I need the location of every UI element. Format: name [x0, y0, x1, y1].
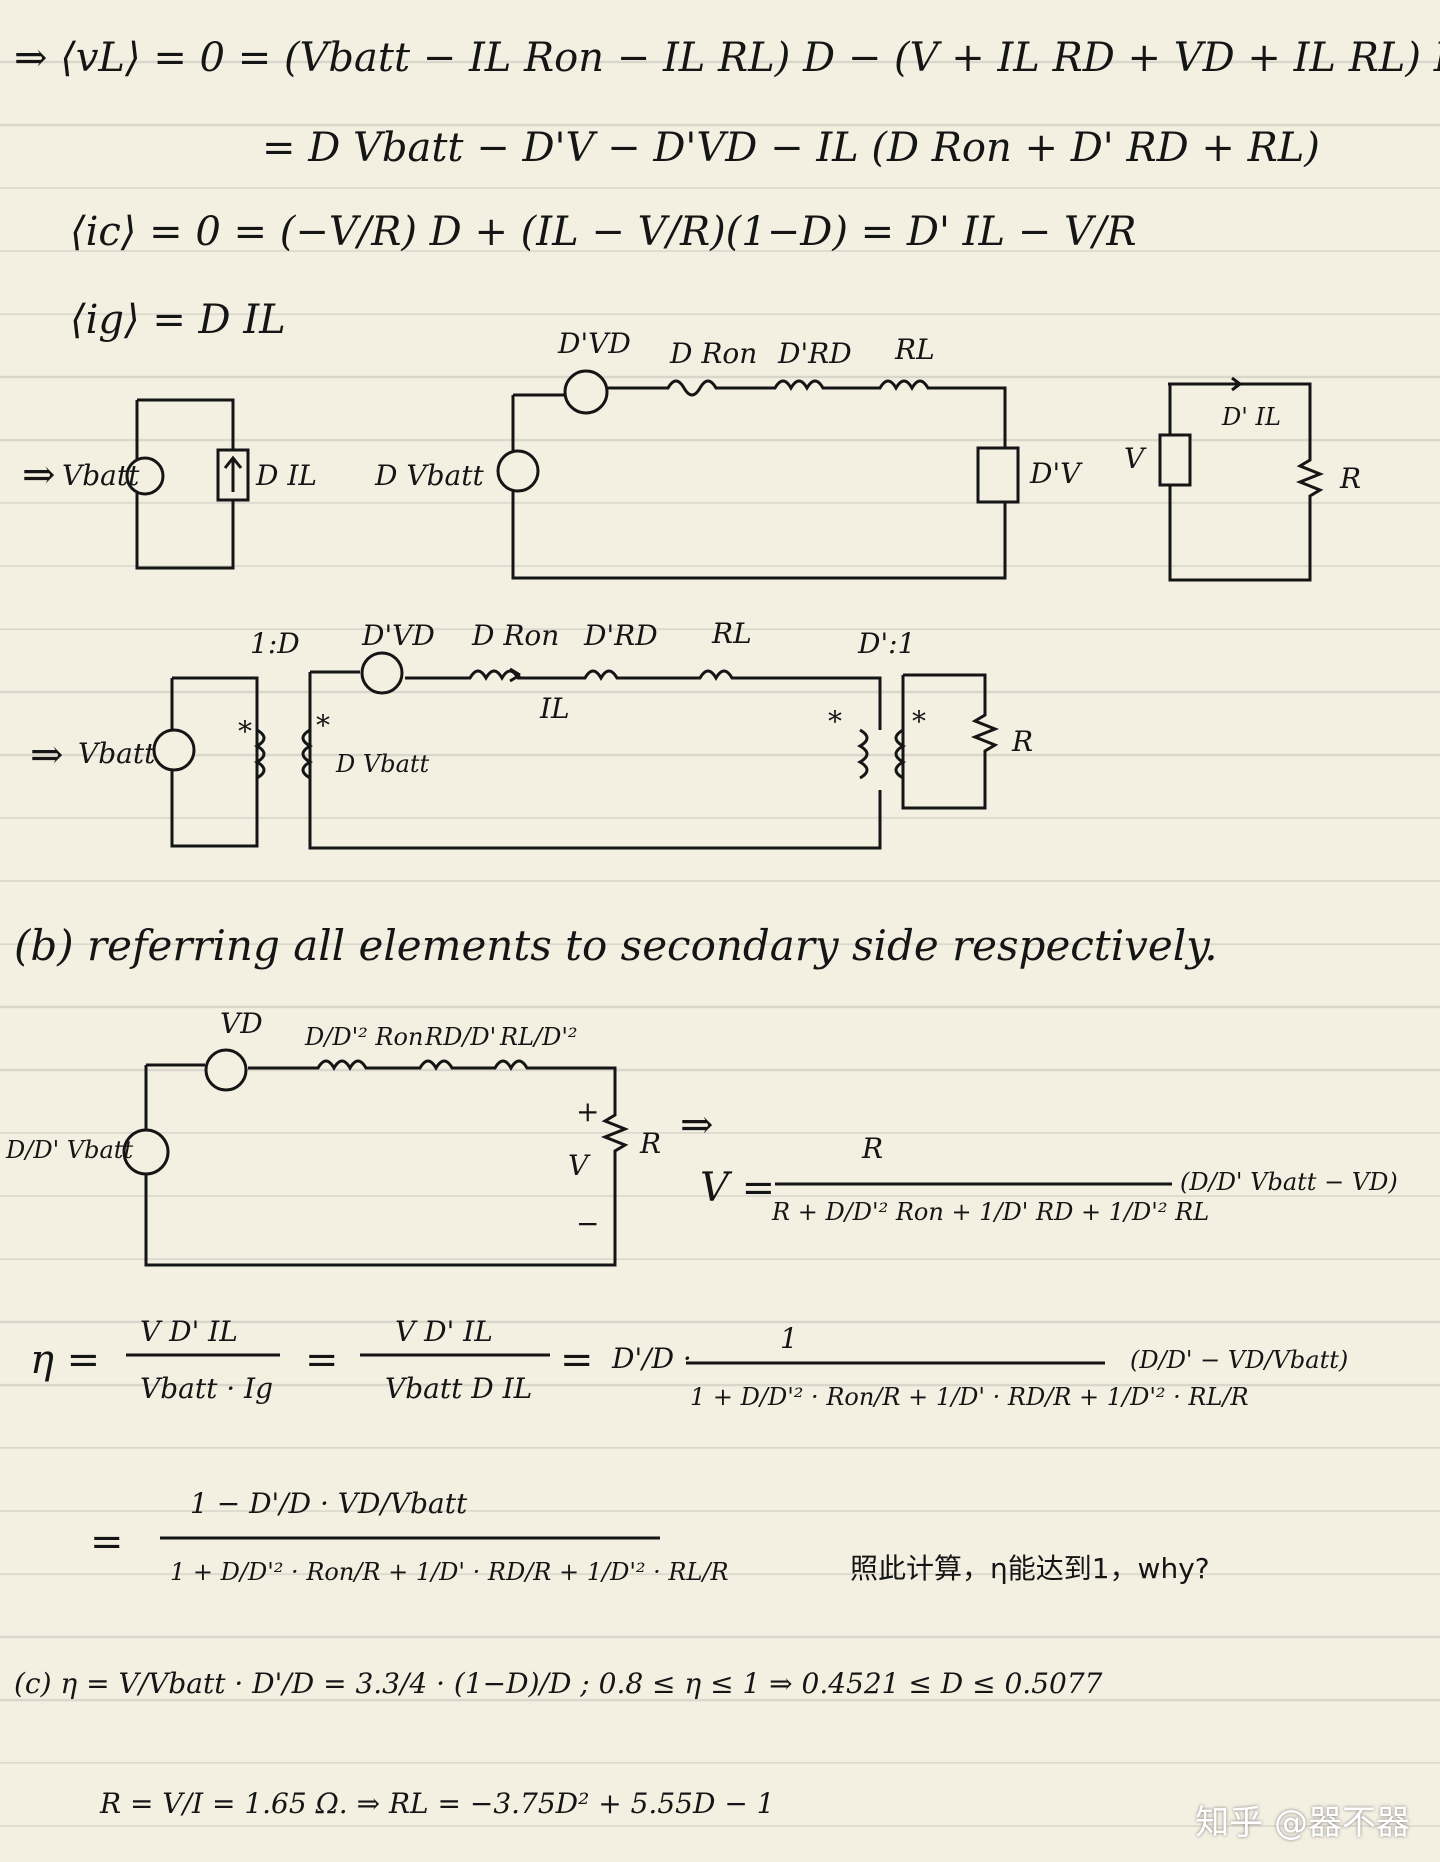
v-formula-arrow: ⇒ — [680, 1102, 714, 1148]
v-formula-lhs: V = — [700, 1165, 776, 1211]
circuit2-dot-3: * — [828, 705, 842, 738]
circuit3-plus: + — [576, 1095, 600, 1128]
circuit1-r-label: R — [1340, 462, 1362, 495]
eta-f4-num: 1 — [780, 1322, 798, 1355]
equation-vl-line2: = D Vbatt − D'V − D'VD − IL (D Ron + D' … — [262, 125, 1320, 171]
circuit1-label-dron: D Ron — [670, 337, 758, 370]
circuit3-v: V — [568, 1149, 589, 1182]
v-formula-numerator: R — [862, 1132, 884, 1165]
equation-ig: ⟨ig⟩ = D IL — [70, 297, 286, 343]
circuit2-dot-4: * — [912, 705, 926, 738]
eta-lhs: η = — [30, 1337, 101, 1383]
note-question: 照此计算，η能达到1，why? — [850, 1552, 1210, 1585]
eta-equals-1: = — [305, 1337, 339, 1383]
circuit3-vd-label: VD — [220, 1007, 263, 1040]
r-equation: R = V/I = 1.65 Ω. ⇒ RL = −3.75D² + 5.55D… — [100, 1787, 775, 1820]
circuit1-dvbatt-label: D Vbatt — [375, 459, 484, 492]
eta-f4-den: 1 + D/D'² · Ron/R + 1/D' · RD/R + 1/D'² … — [690, 1383, 1249, 1411]
circuit2-label-dron: D Ron — [472, 619, 560, 652]
circuit1-left — [125, 398, 250, 570]
circuit2-ratio1: 1:D — [250, 627, 300, 660]
circuit2-r-label: R — [1012, 725, 1034, 758]
eta-equals-2: = — [560, 1337, 594, 1383]
circuit1-label-dvd: D'VD — [558, 327, 631, 360]
circuit1-middle — [496, 369, 1020, 580]
circuit3-source-label: D/D' Vbatt — [6, 1136, 134, 1164]
circuit2-dvbatt-label: D Vbatt — [336, 750, 430, 778]
equation-vl-line1: ⇒ ⟨vL⟩ = 0 = (Vbatt − IL Ron − IL RL) D … — [14, 35, 1440, 81]
equation-ic: ⟨ic⟩ = 0 = (−V/R) D + (IL − V/R)(1−D) = … — [70, 209, 1137, 255]
eta-f3: D'/D · — [612, 1342, 692, 1375]
eta-line2-den: 1 + D/D'² · Ron/R + 1/D' · RD/R + 1/D'² … — [170, 1558, 729, 1586]
circuit2-vbatt-label: Vbatt — [78, 737, 156, 770]
circuit2-label-dvd: D'VD — [362, 619, 435, 652]
eta-f2-num: V D' IL — [395, 1315, 493, 1348]
circuit2-current-label: IL — [540, 692, 570, 725]
circuit1-dv-label: D'V — [1030, 457, 1081, 490]
eta-f1-num: V D' IL — [140, 1315, 238, 1348]
eta-line2-equals: = — [90, 1519, 124, 1565]
circuit3 — [122, 1048, 630, 1267]
circuit1-label-drd: D'RD — [778, 337, 852, 370]
circuit1-dil-right: D' IL — [1222, 403, 1281, 431]
eta-f4-tail: (D/D' − VD/Vbatt) — [1130, 1346, 1349, 1374]
circuit3-label-ron: D/D'² Ron — [305, 1023, 424, 1051]
circuit1-right — [1158, 376, 1325, 582]
circuit1-dil-label: D IL — [256, 459, 318, 492]
circuit2-arrow: ⇒ — [30, 732, 64, 778]
eta-f1-den: Vbatt · Ig — [140, 1372, 274, 1405]
circuit2-dot-2: * — [316, 709, 330, 742]
circuit2-label-rl: RL — [712, 617, 752, 650]
circuit1-label-rl: RL — [895, 333, 935, 366]
watermark: 知乎 @器不器 — [1195, 1803, 1410, 1843]
part-c-equation: (c) η = V/Vbatt · D'/D = 3.3/4 · (1−D)/D… — [14, 1667, 1103, 1700]
circuit1-vbatt-label: Vbatt — [62, 459, 140, 492]
circuit3-label-rd: RD/D' — [425, 1023, 497, 1051]
fraction-bars — [126, 1182, 1172, 1540]
circuit2-dot-1: * — [238, 715, 252, 748]
v-formula-tail: (D/D' Vbatt − VD) — [1180, 1168, 1398, 1196]
circuit1-arrow: ⇒ — [22, 452, 56, 498]
circuit3-label-rl: RL/D'² — [500, 1023, 578, 1051]
eta-line2-num: 1 − D'/D · VD/Vbatt — [190, 1487, 468, 1520]
circuit1-v-label: V — [1124, 442, 1145, 475]
circuit3-minus: − — [576, 1207, 600, 1240]
circuit3-r-label: R — [640, 1127, 662, 1160]
circuit2-ratio2: D':1 — [858, 627, 916, 660]
circuit2-label-drd: D'RD — [584, 619, 658, 652]
v-formula-denominator: R + D/D'² Ron + 1/D' RD + 1/D'² RL — [772, 1198, 1210, 1226]
eta-f2-den: Vbatt D IL — [385, 1372, 533, 1405]
circuit2 — [152, 651, 1000, 850]
part-b-heading: (b) referring all elements to secondary … — [14, 921, 1218, 970]
